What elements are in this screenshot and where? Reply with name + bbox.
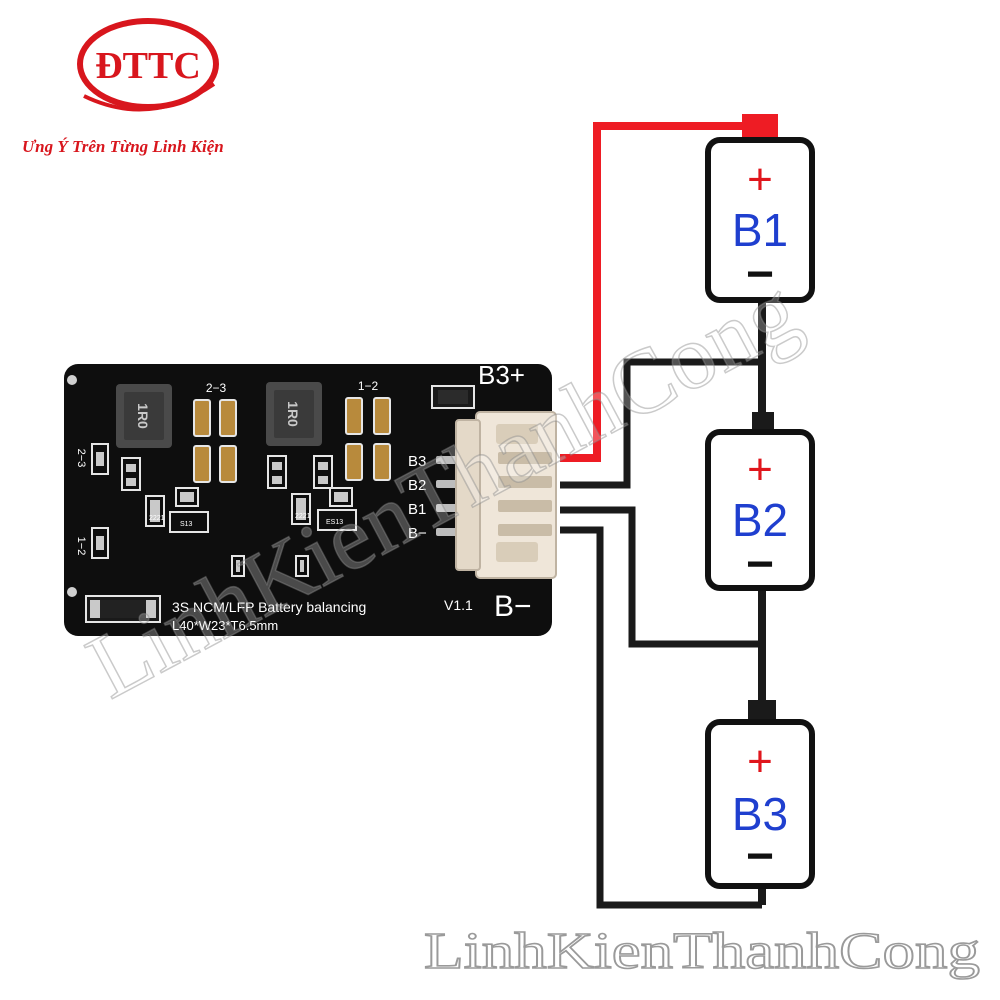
pin-traces: [436, 456, 460, 536]
pin-label-b2: B2: [408, 477, 426, 494]
wire-b2: [560, 358, 762, 489]
smd-pads: [96, 452, 348, 572]
battery-b2-minus: −: [746, 538, 774, 591]
brand-slogan: Ưng Ý Trên Từng Linh Kiện: [22, 137, 224, 156]
board-title: 3S NCM/LFP Battery balancing: [172, 599, 366, 615]
logo-text: ĐTTC: [95, 45, 201, 87]
b3-top-terminal: [748, 700, 776, 722]
battery-b2-body: [705, 429, 815, 591]
smd-components: [91, 443, 357, 577]
battery-b1-body: [705, 137, 815, 303]
brand-logo: ĐTTC: [77, 18, 219, 112]
battery-b3-label: B3: [732, 788, 788, 840]
chip-label-2: S13: [180, 521, 193, 528]
battery-b2: + B2 −: [705, 429, 815, 591]
chip-label-4: ES13: [326, 519, 343, 526]
wire-b-minus: [560, 526, 762, 909]
pin-labels: B3 B2 B1 B−: [408, 453, 427, 542]
logo-swoosh-icon: [83, 82, 216, 112]
battery-b1: + B1 −: [705, 137, 815, 303]
wire-b3-positive: [560, 122, 760, 462]
capacitor-array-right: [345, 397, 391, 481]
pair-label-right: 1−2: [358, 379, 379, 393]
battery-b3: + B3 −: [705, 719, 815, 889]
battery-b2-plus: +: [747, 445, 773, 494]
terminal-minus-label: B−: [494, 590, 532, 623]
battery-b1-minus: −: [746, 248, 774, 301]
pair-label-left: 2−3: [206, 381, 227, 395]
pin-label-b3: B3: [408, 453, 426, 470]
pin-label-bminus: B−: [408, 525, 427, 542]
board-version: V1.1: [444, 597, 473, 613]
pin-label-b1: B1: [408, 501, 426, 518]
battery-b3-minus: −: [746, 830, 774, 883]
jst-connector: [455, 411, 557, 579]
side-label-bottom: 1−2: [75, 537, 87, 556]
pcb-body: [64, 364, 552, 636]
battery-b2-label: B2: [732, 494, 788, 546]
inductor-left-mark: 1R0: [135, 403, 151, 429]
shunt-resistor: [85, 595, 161, 623]
capacitor-array-left: [193, 399, 237, 483]
watermark-bottom: LinhKienThanhCong: [424, 923, 980, 980]
terminal-plus-label: B3+: [478, 360, 525, 390]
b2-top-terminal: [752, 412, 774, 432]
side-label-top: 2−3: [75, 449, 87, 468]
chip-label-1: 2221: [149, 515, 165, 522]
wire-b1: [560, 506, 762, 648]
battery-b1-plus: +: [747, 155, 773, 204]
battery-b3-plus: +: [747, 737, 773, 786]
inductor-right: 1R0: [266, 382, 322, 446]
inductor-left: 1R0: [116, 384, 172, 448]
wiring: [560, 114, 778, 909]
logo-ring-icon: [77, 18, 219, 110]
battery-b3-body: [705, 719, 815, 889]
chip-labels: 2221 S13 2221 ES13: [149, 513, 343, 528]
board-dimensions: L40*W23*T6.5mm: [172, 618, 278, 633]
inductor-right-mark: 1R0: [285, 401, 301, 427]
pcb-board: 1R0 1R0 2−3 1−2 2−3 1−2: [64, 360, 552, 636]
chip-label-3: 2221: [295, 513, 311, 520]
battery-b1-label: B1: [732, 204, 788, 256]
b1-positive-terminal: [742, 114, 778, 140]
